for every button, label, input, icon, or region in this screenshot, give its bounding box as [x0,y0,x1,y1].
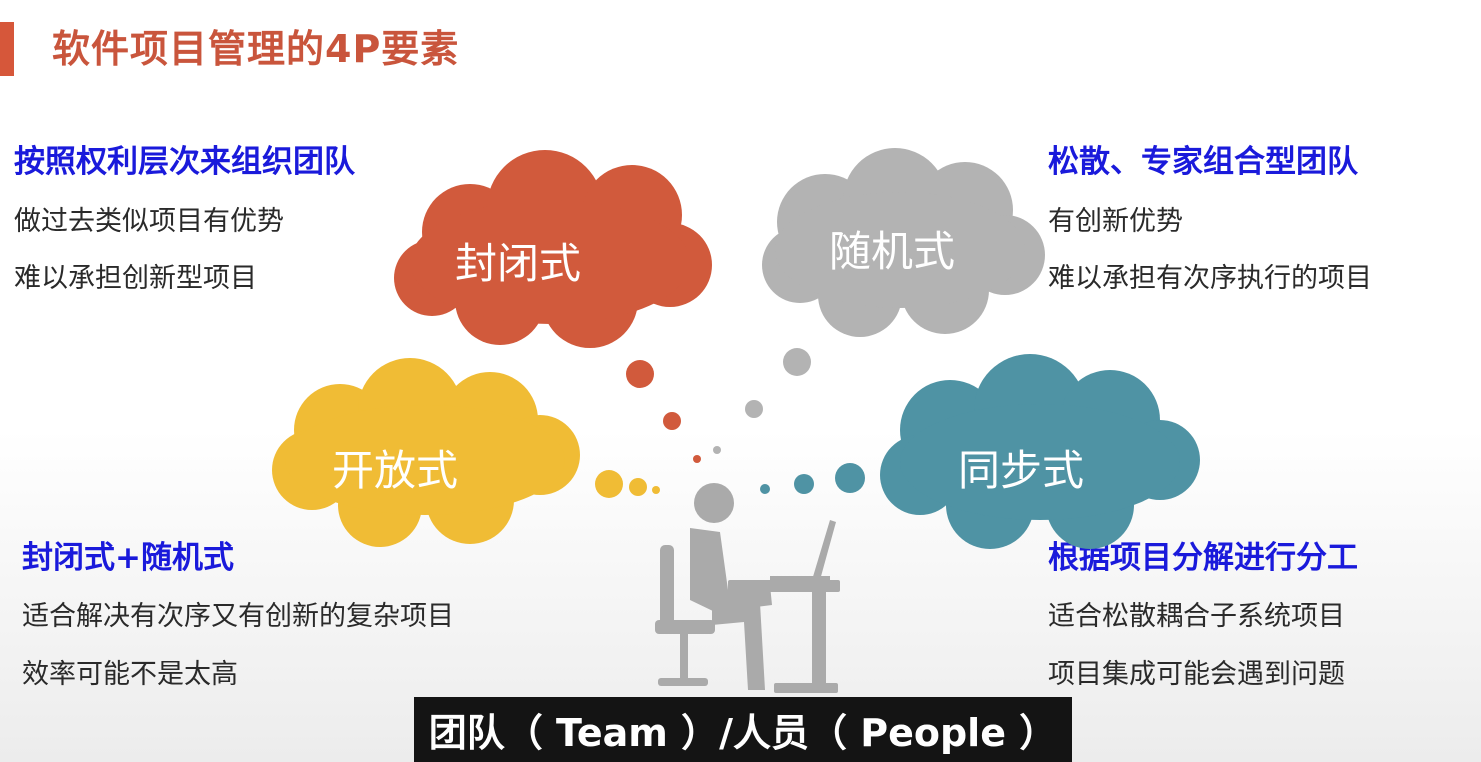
bottom-left-line-1: 适合解决有次序又有创新的复杂项目 [22,601,454,632]
sync-cloud-label: 同步式 [958,446,1085,495]
person-at-desk-icon [655,483,840,693]
top-right-line-2: 难以承担有次序执行的项目 [1048,263,1372,294]
top-left-line-1: 做过去类似项目有优势 [14,206,284,237]
top-left-line-2: 难以承担创新型项目 [14,263,257,294]
bottom-right-line-2: 项目集成可能会遇到问题 [1048,659,1345,690]
random-cloud-label: 随机式 [829,227,956,276]
sync-cloud [880,354,1200,549]
closed-cloud [394,150,712,348]
page-title: 软件项目管理的4P要素 [52,27,460,71]
bottom-left-heading: 封闭式+随机式 [22,540,234,576]
bottom-right-line-1: 适合松散耦合子系统项目 [1048,601,1345,632]
title-accent-bar [0,22,14,76]
open-cloud-label: 开放式 [332,446,459,495]
closed-cloud-label: 封闭式 [455,239,582,288]
top-right-heading: 松散、专家组合型团队 [1048,144,1358,180]
bottom-left-line-2: 效率可能不是太高 [22,659,238,690]
thought-bubbles [595,348,865,498]
subtitle-caption: 团队（ Team ）/人员（ People ） [414,697,1072,762]
top-left-heading: 按照权利层次来组织团队 [14,144,355,180]
open-cloud [272,358,580,547]
top-right-line-1: 有创新优势 [1048,206,1183,237]
random-cloud [762,148,1045,337]
